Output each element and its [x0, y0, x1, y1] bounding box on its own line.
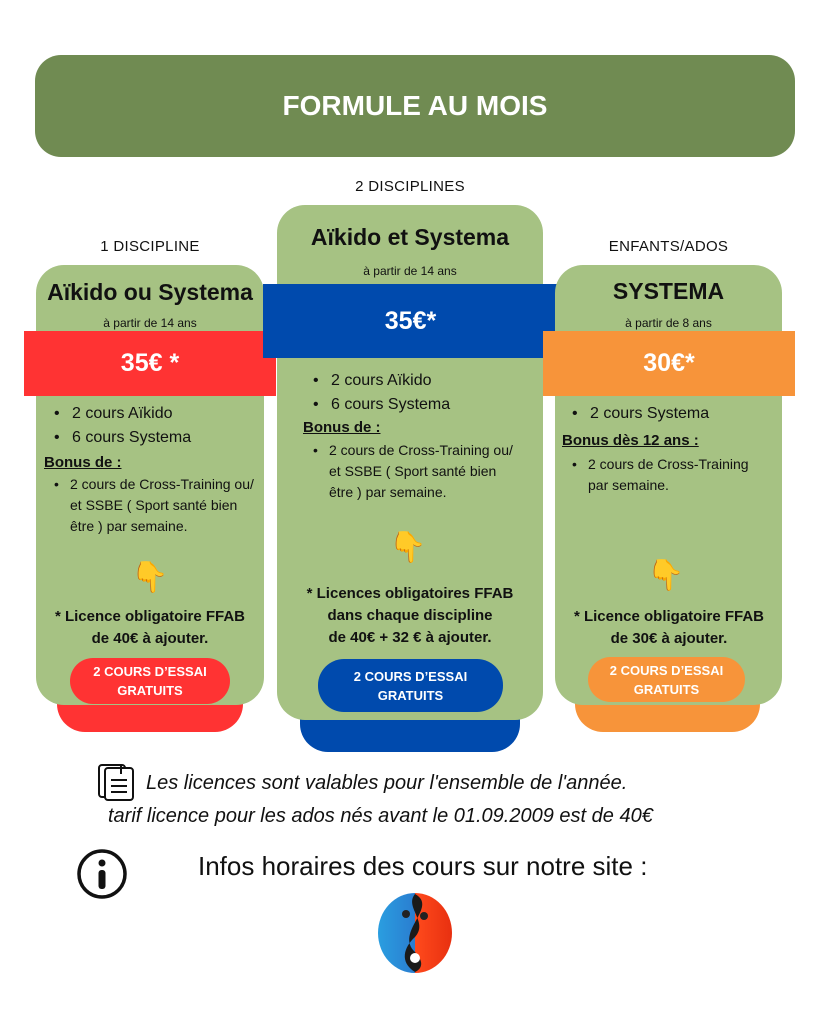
- bonus-title: Bonus dès 12 ans :: [562, 432, 699, 449]
- free-trial-button[interactable]: 2 COURS D’ESSAI GRATUITS: [588, 657, 745, 702]
- cta-line: GRATUITS: [117, 683, 183, 698]
- licence-line: de 40€ + 32 € à ajouter.: [328, 629, 492, 646]
- licence-line: de 40€ à ajouter.: [91, 630, 209, 647]
- licence-line: * Licence obligatoire FFAB: [54, 608, 246, 625]
- free-trial-button[interactable]: 2 COURS D’ESSAI GRATUITS: [70, 658, 230, 704]
- list-item: 2 cours de Cross-Training par semaine.: [562, 454, 762, 496]
- plan-category: 1 DISCIPLINE: [100, 238, 200, 255]
- club-logo-link[interactable]: [374, 892, 456, 974]
- licence-note: * Licence obligatoire FFAB de 30€ à ajou…: [549, 606, 789, 650]
- list-item: 2 cours Aïkido: [44, 402, 264, 426]
- list-item: 2 cours de Cross-Training ou/ et SSBE ( …: [303, 440, 518, 503]
- list-item: 6 cours Systema: [303, 393, 533, 417]
- plan-age: à partir de 8 ans: [625, 316, 712, 330]
- list-item: 2 cours Aïkido: [303, 369, 533, 393]
- plan-age: à partir de 14 ans: [363, 264, 457, 278]
- page-title: FORMULE AU MOIS: [35, 55, 795, 157]
- document-icon: [98, 764, 134, 801]
- list-item: 2 cours de Cross-Training ou/ et SSBE ( …: [44, 474, 254, 537]
- plan-category: 2 DISCIPLINES: [355, 178, 465, 195]
- licence-note: * Licences obligatoires FFAB dans chaque…: [277, 583, 543, 649]
- cta-line: 2 COURS D’ESSAI: [353, 668, 468, 684]
- info-icon: [77, 849, 127, 899]
- licence-line: * Licence obligatoire FFAB: [573, 608, 765, 625]
- cta-line: GRATUITS: [633, 681, 700, 697]
- bonus-title: Bonus de :: [44, 454, 122, 471]
- licence-validity-note: Les licences sont valables pour l'ensemb…: [146, 772, 628, 794]
- list-item: 2 cours Systema: [562, 402, 777, 426]
- cta-line: 2 COURS D’ESSAI: [93, 664, 207, 679]
- cta-line: GRATUITS: [377, 687, 444, 703]
- schedule-info: Infos horaires des cours sur notre site …: [198, 851, 648, 881]
- plan-price: 35€ *: [24, 331, 276, 396]
- plan-title: SYSTEMA: [612, 278, 725, 304]
- plan-items: 2 cours Aïkido 6 cours Systema: [44, 402, 264, 450]
- plan-category: ENFANTS/ADOS: [608, 238, 729, 255]
- licence-line: * Licences obligatoires FFAB: [306, 585, 514, 602]
- free-trial-button[interactable]: 2 COURS D’ESSAI GRATUITS: [318, 659, 503, 712]
- licence-line: de 30€ à ajouter.: [610, 630, 728, 647]
- licence-note: * Licence obligatoire FFAB de 40€ à ajou…: [30, 606, 270, 650]
- cta-line: 2 COURS D’ESSAI: [609, 662, 724, 678]
- pointing-down-icon: 👇: [389, 531, 427, 564]
- plan-price: 30€*: [543, 331, 795, 396]
- list-item: 6 cours Systema: [44, 426, 264, 450]
- pointing-down-icon: 👇: [647, 559, 685, 592]
- teen-licence-note: tarif licence pour les ados nés avant le…: [108, 805, 653, 827]
- pointing-down-icon: 👇: [131, 561, 169, 594]
- plan-title: Aïkido ou Systema: [47, 279, 253, 305]
- licence-line: dans chaque discipline: [327, 607, 493, 624]
- plan-age: à partir de 14 ans: [103, 316, 197, 330]
- bonus-title: Bonus de :: [303, 419, 381, 436]
- plan-title: Aïkido et Systema: [310, 224, 510, 250]
- plan-price: 35€*: [263, 284, 558, 358]
